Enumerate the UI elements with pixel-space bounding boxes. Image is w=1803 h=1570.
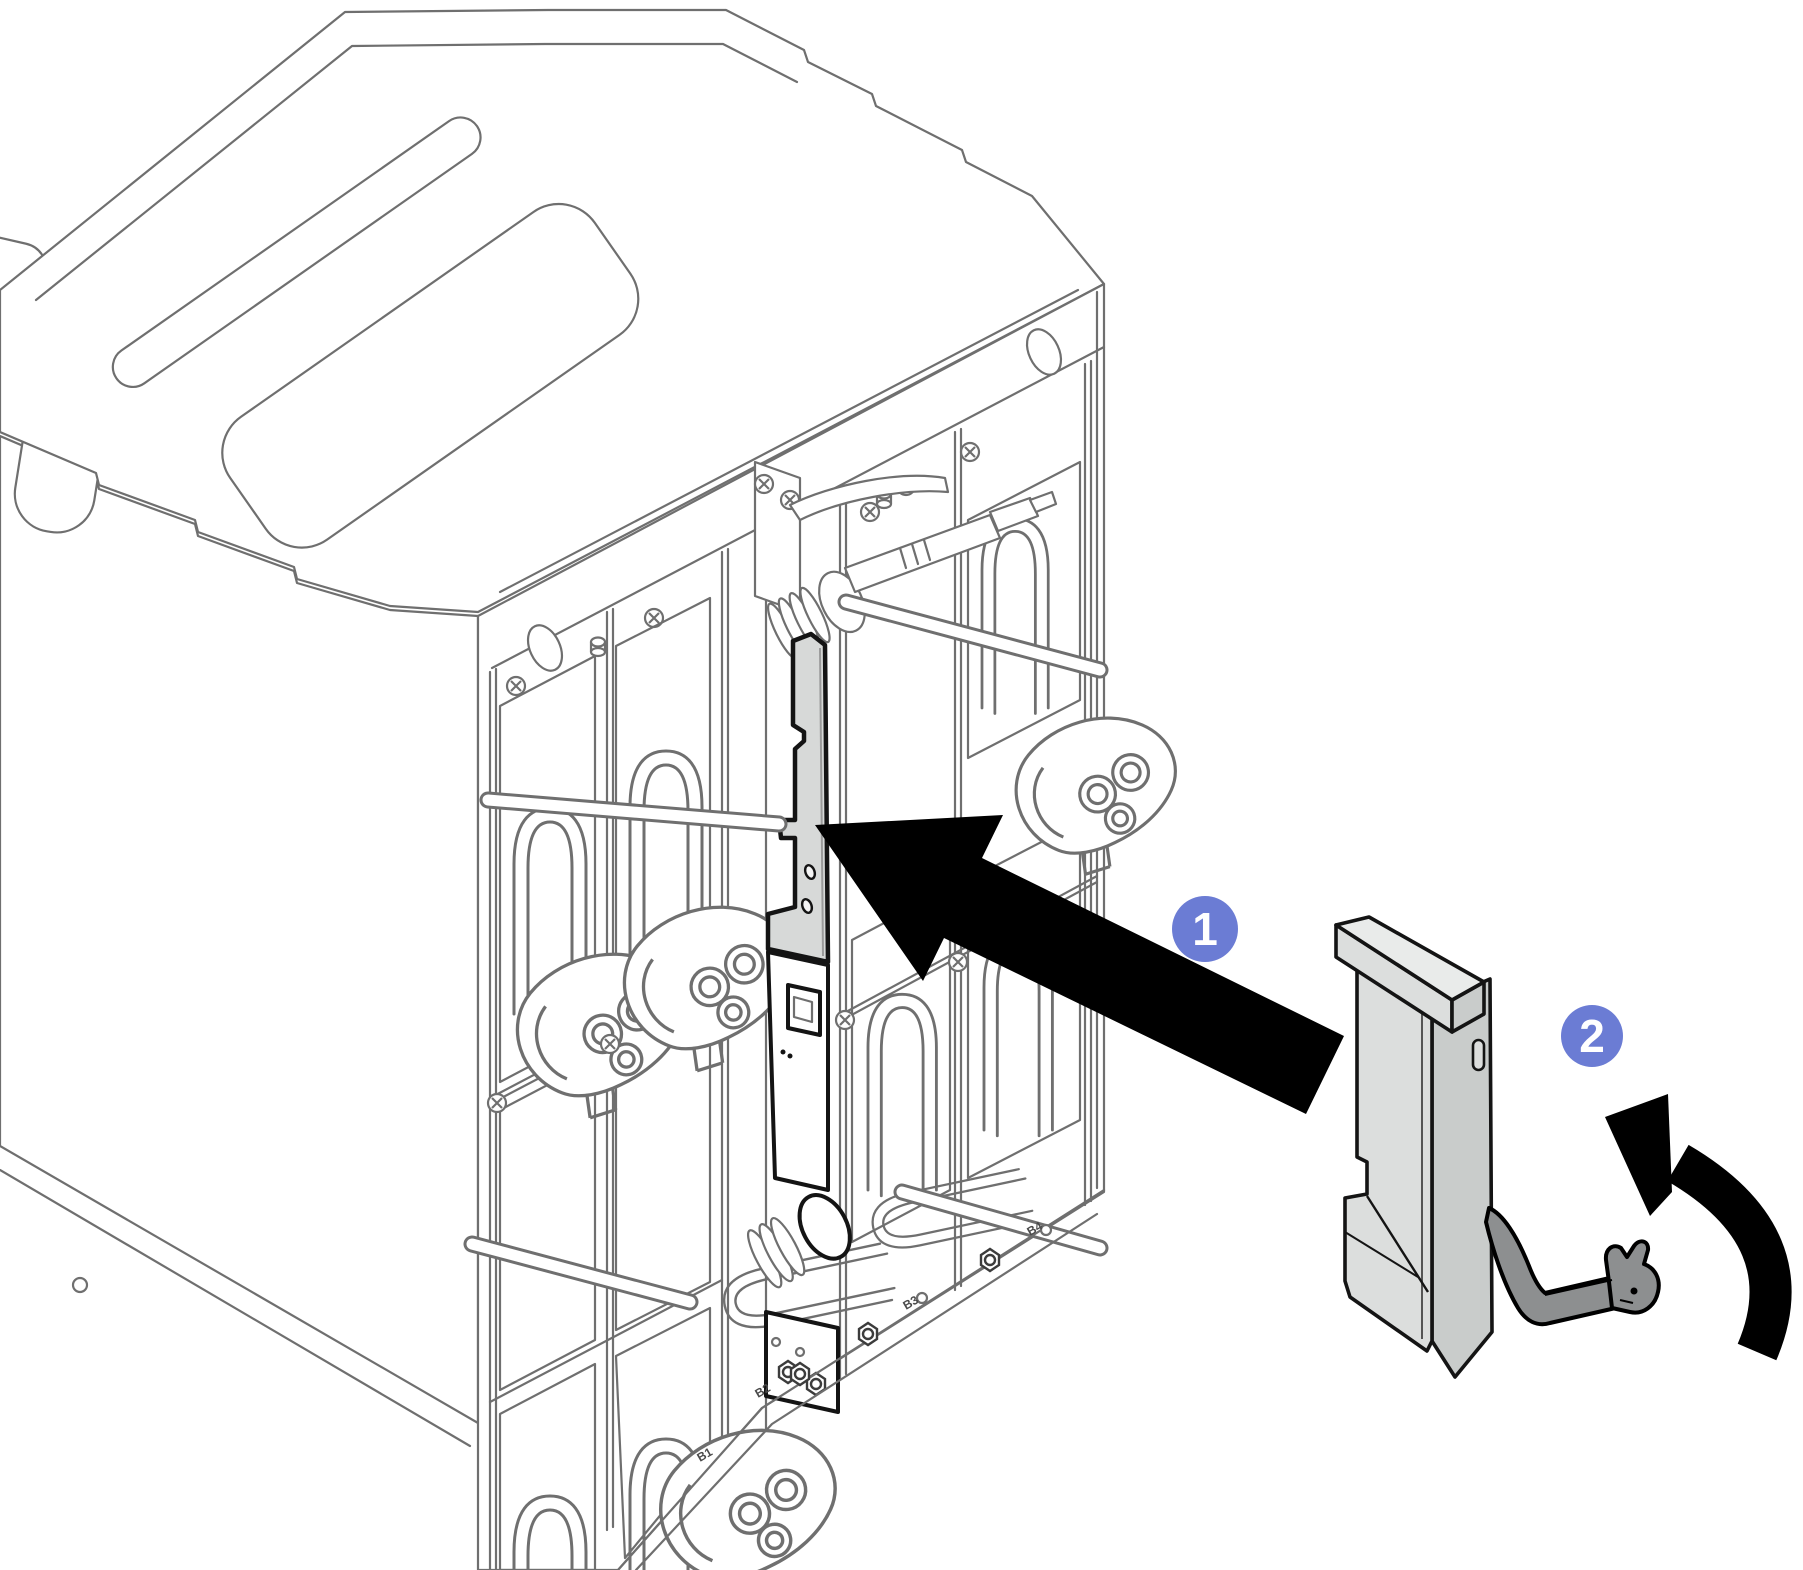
bay-label: B4	[1025, 1219, 1046, 1239]
filler-side-face	[1430, 977, 1494, 1379]
filler-front-face	[1343, 966, 1434, 1353]
hose-lever	[788, 474, 950, 522]
filler-side-pin	[1471, 1038, 1486, 1072]
chassis-line-art: B1 B2 B3 B4	[0, 8, 1190, 1570]
handle-rods	[463, 593, 1109, 1311]
bay-label: B2	[753, 1381, 774, 1401]
band-oval-cutout	[526, 624, 564, 672]
filler-component	[1334, 915, 1661, 1379]
screw-icon	[959, 441, 981, 463]
band-oval-cutout	[1025, 328, 1063, 376]
rotate-direction-arrow	[1605, 1094, 1792, 1361]
step-1-number: 1	[1192, 903, 1218, 955]
filler-latch-handle	[1484, 1206, 1661, 1327]
filler-flange-top	[1334, 915, 1486, 1002]
module-below-slot	[746, 950, 852, 1414]
screw-icon	[599, 1033, 621, 1055]
hex-screw-icon	[789, 1361, 811, 1387]
bay-label: B3	[901, 1293, 922, 1313]
screw-icon	[834, 1009, 856, 1031]
step-2-number: 2	[1579, 1010, 1605, 1062]
screw-icon	[947, 951, 969, 973]
screw-icon	[859, 501, 881, 523]
cover-emboss-plateau	[221, 202, 640, 549]
step-1-badge-circle	[1172, 896, 1238, 962]
chassis-bottom-band: B1 B2 B3 B4	[616, 1188, 1106, 1570]
filler-slot	[765, 631, 831, 965]
slot-highlight	[765, 631, 831, 965]
hex-screw-icon	[979, 1247, 1001, 1273]
cover-emboss-band	[111, 116, 482, 389]
slot-screw-hole	[803, 864, 817, 880]
step-2-badge-circle	[1561, 1005, 1623, 1067]
screw-icon	[753, 473, 775, 495]
latch-hook	[1603, 1239, 1661, 1315]
step-1-badge: 1	[1172, 896, 1238, 962]
screw-icon	[505, 675, 527, 697]
hose-connector-opening	[797, 1193, 852, 1261]
step-2-badge: 2	[1561, 1005, 1623, 1067]
slot-screw-hole	[800, 898, 814, 914]
insert-direction-arrow	[815, 815, 1344, 1114]
bay-label: B1	[695, 1445, 716, 1465]
hex-screw-icon	[857, 1321, 879, 1347]
screw-icon	[486, 1092, 508, 1114]
chassis-top-cover	[0, 8, 1106, 620]
